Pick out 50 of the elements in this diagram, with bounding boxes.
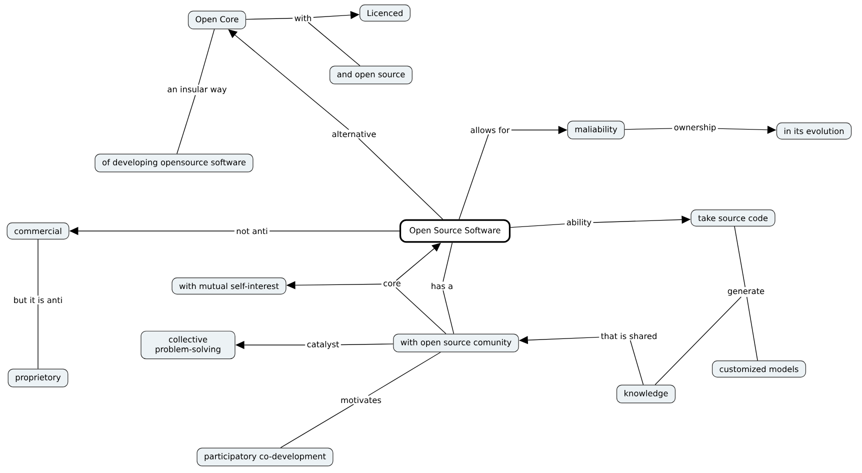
concept-box: take source code [690, 210, 776, 226]
concept-box: commercial [6, 222, 70, 240]
concept-box: with mutual self-interest [172, 278, 286, 294]
connector [442, 242, 453, 282]
connector [630, 340, 644, 386]
concept-box: of developing opensource software [94, 154, 254, 172]
concept-box: knowledge [616, 384, 676, 404]
linking-phrase: core [382, 280, 402, 288]
connector [340, 344, 394, 346]
concept-box: participatory co-development [196, 448, 334, 466]
concept-box: with open source comunity [393, 334, 519, 352]
main-concept-box: Open Source Software [400, 219, 511, 243]
linking-phrase: with [292, 14, 314, 22]
linking-phrase: but it is anti [12, 296, 64, 304]
concept-box: collective problem-solving [140, 330, 236, 360]
connector [308, 22, 360, 66]
linking-phrase: allows for [468, 126, 512, 134]
connector [734, 226, 746, 288]
concept-box: proprietory [8, 368, 68, 388]
linking-phrase: catalyst [305, 340, 341, 350]
concept-box: Licenced [360, 4, 410, 22]
concept-box: maliability [567, 120, 625, 140]
connector [228, 29, 350, 130]
linking-phrase: generate [726, 287, 766, 297]
linking-phrase: an insular way [166, 85, 228, 95]
linking-phrase: not anti [234, 226, 270, 236]
linking-phrase: alternative [330, 130, 378, 138]
linking-phrase: ability [564, 218, 594, 228]
connector [176, 94, 196, 154]
connector [368, 352, 441, 396]
linking-phrase: ownership [672, 123, 718, 133]
concept-box: and open source [330, 66, 412, 84]
linking-phrase: that is shared [599, 332, 659, 340]
connector [746, 296, 758, 361]
concept-box: customized models [712, 360, 806, 378]
linking-phrase: has a [429, 282, 455, 290]
connector [269, 230, 400, 232]
connector [246, 18, 293, 20]
connector [654, 296, 742, 386]
concept-box: in its evolution [776, 122, 852, 140]
linking-phrase: motivates [339, 396, 383, 404]
connector [624, 128, 672, 130]
connector [458, 134, 489, 220]
connector [280, 404, 354, 448]
connector [442, 290, 454, 334]
connector [510, 224, 566, 228]
connector [396, 287, 446, 334]
concept-box: Open Core [188, 10, 246, 30]
connector [358, 138, 444, 220]
connector [198, 28, 215, 86]
